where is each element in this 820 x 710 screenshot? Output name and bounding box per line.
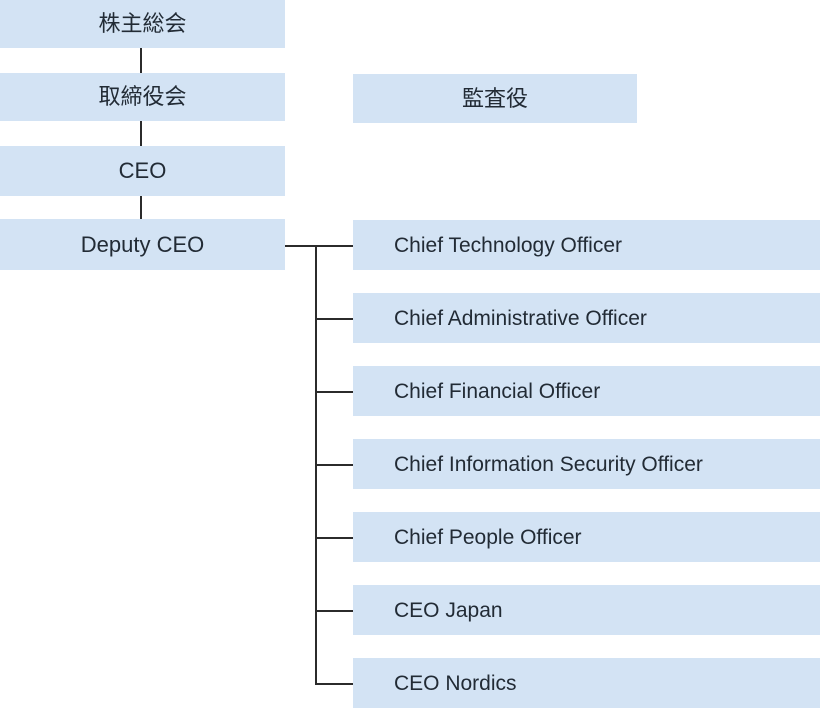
node-label: Chief Technology Officer: [394, 233, 623, 257]
node-chief-people-officer[interactable]: Chief People Officer: [353, 512, 820, 562]
connector-deputy-ceo-to-spine: [285, 245, 316, 247]
node-chief-financial-officer[interactable]: Chief Financial Officer: [353, 366, 820, 416]
node-label: CEO: [118, 158, 167, 183]
node-ceo-japan[interactable]: CEO Japan: [353, 585, 820, 635]
node-label: Chief Financial Officer: [394, 379, 601, 403]
connector-ceo-to-deputy-ceo: [140, 196, 142, 219]
node-label: CEO Nordics: [394, 671, 517, 695]
node-chief-administrative-officer[interactable]: Chief Administrative Officer: [353, 293, 820, 343]
connector-stub-cao: [315, 318, 353, 320]
node-chief-technology-officer[interactable]: Chief Technology Officer: [353, 220, 820, 270]
node-ceo[interactable]: CEO: [0, 146, 285, 196]
connector-stub-ceo-japan: [315, 610, 353, 612]
connector-stub-cfo: [315, 391, 353, 393]
node-label: Chief Administrative Officer: [394, 306, 647, 330]
node-label: 取締役会: [98, 84, 187, 109]
node-label: CEO Japan: [394, 598, 503, 622]
node-chief-information-security-officer[interactable]: Chief Information Security Officer: [353, 439, 820, 489]
node-label: 監査役: [461, 85, 528, 111]
connector-stub-ceo-nordics: [315, 683, 353, 685]
connector-board-to-ceo: [140, 121, 142, 146]
node-label: Deputy CEO: [80, 231, 205, 257]
connector-stub-cto: [315, 245, 353, 247]
node-auditor[interactable]: 監査役: [353, 74, 637, 123]
connector-stub-ciso: [315, 464, 353, 466]
node-deputy-ceo[interactable]: Deputy CEO: [0, 219, 285, 270]
connector-stub-cpo: [315, 537, 353, 539]
node-ceo-nordics[interactable]: CEO Nordics: [353, 658, 820, 708]
node-board-of-directors[interactable]: 取締役会: [0, 73, 285, 121]
node-shareholders-meeting[interactable]: 株主総会: [0, 0, 285, 48]
node-label: Chief Information Security Officer: [394, 452, 703, 476]
node-label: 株主総会: [98, 11, 187, 36]
connector-shareholders-to-board: [140, 48, 142, 73]
node-label: Chief People Officer: [394, 525, 582, 549]
